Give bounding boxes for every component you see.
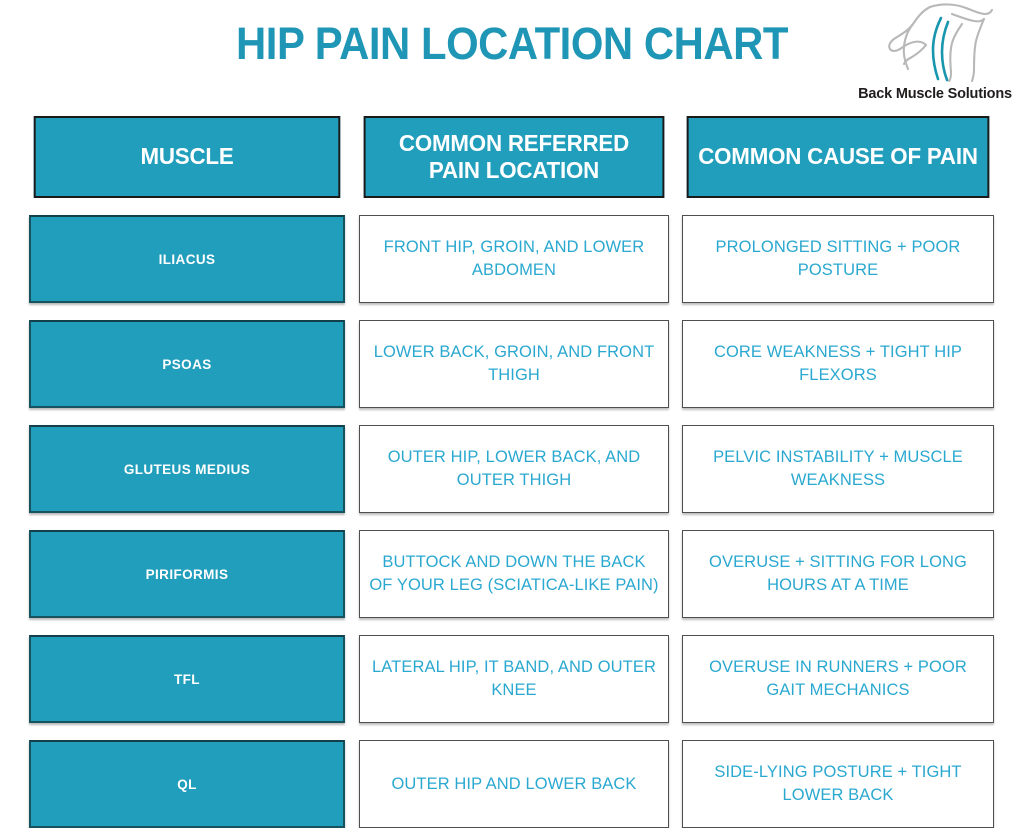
table-header-row: MUSCLE COMMON REFERRED PAIN LOCATION COM… xyxy=(29,116,994,198)
brand-logo: Back Muscle Solutions xyxy=(854,2,1016,106)
column-header-muscle: MUSCLE xyxy=(33,116,341,198)
table-row: ILIACUS FRONT HIP, GROIN, AND LOWER ABDO… xyxy=(29,215,994,303)
table-row: TFL LATERAL HIP, IT BAND, AND OUTER KNEE… xyxy=(29,635,994,723)
column-header-cause-of-pain: COMMON CAUSE OF PAIN xyxy=(686,116,990,198)
muscle-name: QL xyxy=(29,740,345,828)
table-row: GLUTEUS MEDIUS OUTER HIP, LOWER BACK, AN… xyxy=(29,425,994,513)
pain-location: FRONT HIP, GROIN, AND LOWER ABDOMEN xyxy=(359,215,669,303)
pain-location: OUTER HIP, LOWER BACK, AND OUTER THIGH xyxy=(359,425,669,513)
cause-of-pain: CORE WEAKNESS + TIGHT HIP FLEXORS xyxy=(682,320,994,408)
spine-torso-logo-icon xyxy=(888,3,994,82)
cause-of-pain: SIDE-LYING POSTURE + TIGHT LOWER BACK xyxy=(682,740,994,828)
hip-pain-table: MUSCLE COMMON REFERRED PAIN LOCATION COM… xyxy=(29,116,994,828)
muscle-name: ILIACUS xyxy=(29,215,345,303)
brand-name: Back Muscle Solutions xyxy=(858,86,1012,102)
pain-location: OUTER HIP AND LOWER BACK xyxy=(359,740,669,828)
muscle-name: PIRIFORMIS xyxy=(29,530,345,618)
pain-location: BUTTOCK AND DOWN THE BACK OF YOUR LEG (S… xyxy=(359,530,669,618)
column-header-pain-location: COMMON REFERRED PAIN LOCATION xyxy=(363,116,665,198)
table-row: PIRIFORMIS BUTTOCK AND DOWN THE BACK OF … xyxy=(29,530,994,618)
muscle-name: GLUTEUS MEDIUS xyxy=(29,425,345,513)
page-header: HIP PAIN LOCATION CHART Back xyxy=(0,0,1024,108)
muscle-name: TFL xyxy=(29,635,345,723)
page-title: HIP PAIN LOCATION CHART xyxy=(236,18,788,69)
cause-of-pain: PROLONGED SITTING + POOR POSTURE xyxy=(682,215,994,303)
pain-location: LOWER BACK, GROIN, AND FRONT THIGH xyxy=(359,320,669,408)
muscle-name: PSOAS xyxy=(29,320,345,408)
table-row: QL OUTER HIP AND LOWER BACK SIDE-LYING P… xyxy=(29,740,994,828)
cause-of-pain: OVERUSE IN RUNNERS + POOR GAIT MECHANICS xyxy=(682,635,994,723)
pain-location: LATERAL HIP, IT BAND, AND OUTER KNEE xyxy=(359,635,669,723)
cause-of-pain: PELVIC INSTABILITY + MUSCLE WEAKNESS xyxy=(682,425,994,513)
table-row: PSOAS LOWER BACK, GROIN, AND FRONT THIGH… xyxy=(29,320,994,408)
cause-of-pain: OVERUSE + SITTING FOR LONG HOURS AT A TI… xyxy=(682,530,994,618)
